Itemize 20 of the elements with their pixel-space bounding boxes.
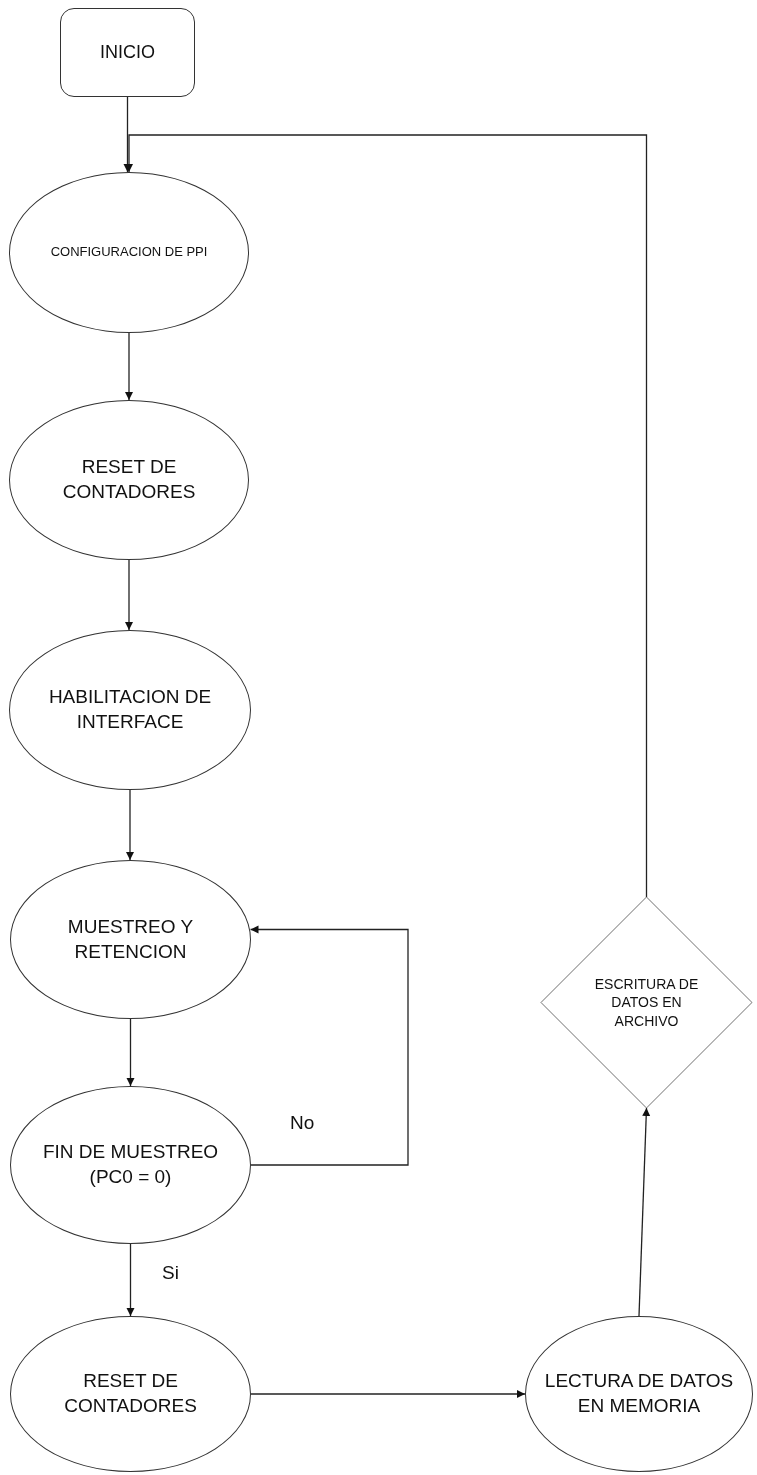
node-label: CONFIGURACION DE PPI	[49, 244, 209, 261]
node-label: FIN DE MUESTREO (PC0 = 0)	[41, 1140, 220, 1189]
node-label: HABILITACION DE INTERFACE	[47, 685, 213, 734]
node-label: ESCRITURA DE DATOS EN ARCHIVO	[593, 975, 700, 1030]
arrow	[125, 134, 648, 898]
arrow	[126, 789, 134, 861]
node-label: RESET DE CONTADORES	[61, 455, 197, 504]
arrow	[249, 925, 409, 1166]
terminal-box	[60, 8, 195, 97]
node-label: INICIO	[99, 40, 156, 64]
node-label: MUESTREO Y RETENCION	[66, 914, 195, 964]
arrow	[126, 1018, 135, 1087]
arrow	[125, 559, 133, 631]
arrow	[638, 1107, 651, 1317]
node-label: LECTURA DE DATOS EN MEMORIA	[543, 1369, 735, 1418]
decision-diamond	[541, 897, 752, 1108]
arrow	[125, 332, 133, 401]
arrow	[250, 1390, 526, 1398]
node-label: RESET DE CONTADORES	[63, 1369, 198, 1418]
arrow	[126, 1243, 135, 1317]
